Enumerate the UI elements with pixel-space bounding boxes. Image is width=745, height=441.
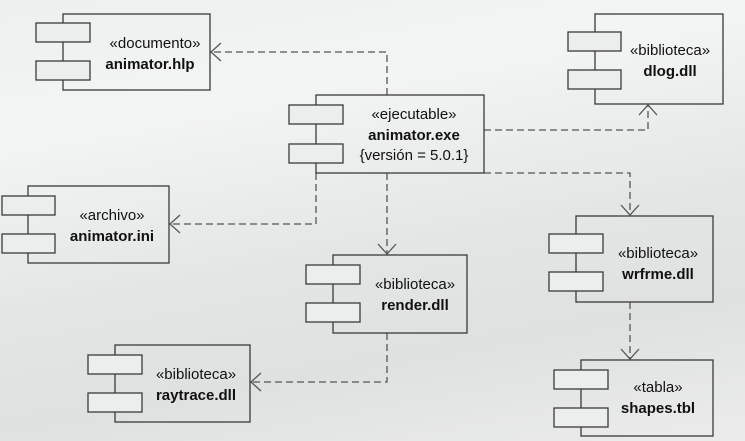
stereotype: «biblioteca» xyxy=(156,366,236,383)
component-name: render.dll xyxy=(381,297,449,314)
stereotype: «tabla» xyxy=(633,379,682,396)
stereotype: «biblioteca» xyxy=(618,245,698,262)
component-name: wrfrme.dll xyxy=(621,266,694,283)
component-name: animator.exe xyxy=(368,127,460,144)
component-animator-ini[interactable]: «archivo» animator.ini xyxy=(1,185,170,264)
stereotype: «biblioteca» xyxy=(630,42,710,59)
component-name: dlog.dll xyxy=(643,63,696,80)
component-animator-hlp[interactable]: «documento» animator.hlp xyxy=(35,13,211,91)
dependency-wrfrme-shapes xyxy=(620,302,640,360)
stereotype: «ejecutable» xyxy=(371,106,456,123)
component-raytrace-dll[interactable]: «biblioteca» raytrace.dll xyxy=(87,344,251,423)
component-wrfrme-dll[interactable]: «biblioteca» wrfrme.dll xyxy=(548,215,714,303)
component-animator-exe[interactable]: «ejecutable» animator.exe {versión = 5.0… xyxy=(288,94,485,174)
dependency-exe-hlp xyxy=(210,42,388,95)
component-name: animator.hlp xyxy=(105,56,194,73)
component-name: raytrace.dll xyxy=(156,387,236,404)
dependency-exe-render xyxy=(377,173,397,255)
version-tag: {versión = 5.0.1} xyxy=(360,147,469,164)
stereotype: «biblioteca» xyxy=(375,276,455,293)
dependency-exe-dlog xyxy=(484,104,658,131)
component-render-dll[interactable]: «biblioteca» render.dll xyxy=(305,254,468,334)
component-dlog-dll[interactable]: «biblioteca» dlog.dll xyxy=(567,13,724,105)
dependency-exe-wrfrme xyxy=(484,172,640,216)
component-name: animator.ini xyxy=(70,228,154,245)
dependency-exe-ini xyxy=(169,173,317,234)
dependency-render-raytrace xyxy=(250,333,388,392)
stereotype: «archivo» xyxy=(79,207,144,224)
component-name: shapes.tbl xyxy=(621,400,695,417)
component-shapes-tbl[interactable]: «tabla» shapes.tbl xyxy=(553,359,714,437)
stereotype: «documento» xyxy=(110,35,201,52)
